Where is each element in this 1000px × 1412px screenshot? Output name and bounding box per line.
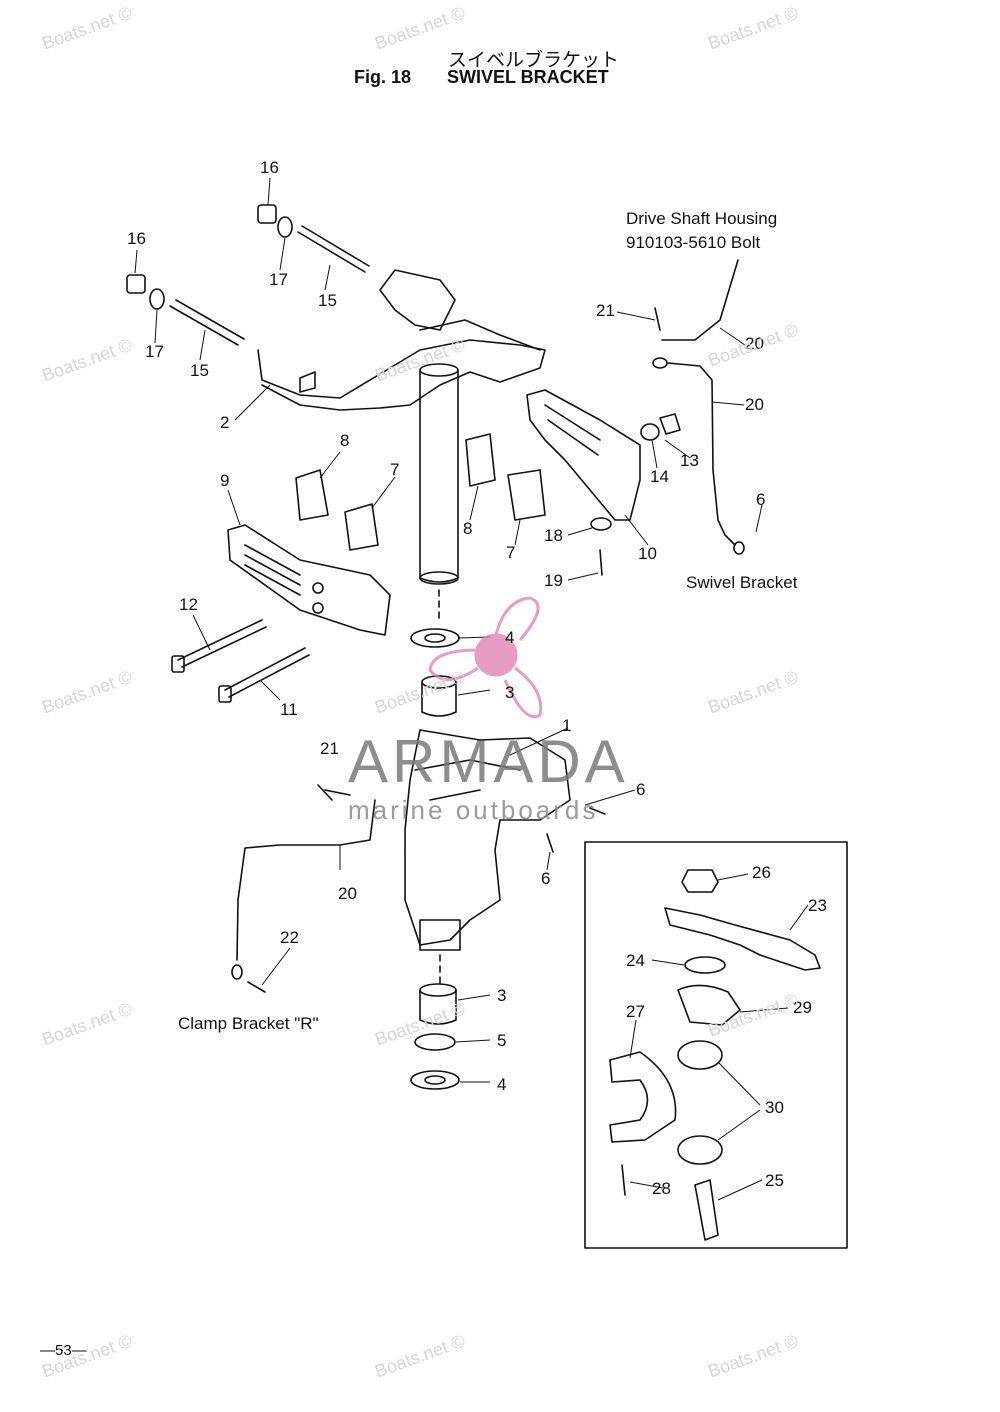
part-number: 7 <box>390 460 400 479</box>
part-number: 4 <box>497 1075 507 1094</box>
part-number: 19 <box>544 571 563 590</box>
part-number: 25 <box>765 1171 784 1190</box>
part-number: 20 <box>745 395 764 414</box>
part-number: 2 <box>220 413 230 432</box>
part-number: 29 <box>793 998 812 1017</box>
part-number: 16 <box>127 229 146 248</box>
part-number: 6 <box>756 490 766 509</box>
part-number: 15 <box>318 291 337 310</box>
label-drive-shaft-housing: Drive Shaft Housing <box>626 209 778 228</box>
part-number: 3 <box>497 986 507 1005</box>
figure-number: Fig. 18 <box>354 67 412 87</box>
part-number: 8 <box>340 431 350 450</box>
part-number: 14 <box>650 467 669 486</box>
part-number: 5 <box>497 1031 507 1050</box>
part-number: 27 <box>626 1002 645 1021</box>
title-english: SWIVEL BRACKET <box>447 67 609 87</box>
label-clamp-bracket: Clamp Bracket "R" <box>178 1014 319 1033</box>
part-number: 3 <box>505 683 515 702</box>
part-number: 11 <box>280 700 298 719</box>
part-number: 17 <box>145 342 164 361</box>
part-number: 21 <box>320 739 339 758</box>
part-number: 1 <box>562 716 572 735</box>
part-number: 26 <box>752 863 771 882</box>
part-number: 17 <box>269 270 288 289</box>
part-number: 12 <box>179 595 198 614</box>
part-number: 7 <box>506 543 516 562</box>
label-swivel-bracket: Swivel Bracket <box>686 573 798 592</box>
page-number: —53— <box>40 1342 87 1359</box>
part-number: 15 <box>190 361 209 380</box>
logo-tagline: marine outboards <box>348 795 599 825</box>
part-number: 6 <box>636 780 646 799</box>
label-drive-shaft-bolt: 910103-5610 Bolt <box>626 233 761 252</box>
part-number: 28 <box>652 1179 671 1198</box>
part-number: 8 <box>463 519 473 538</box>
part-number: 20 <box>745 334 764 353</box>
part-number: 20 <box>338 884 357 903</box>
logo-wordmark: ARMADA <box>348 728 629 795</box>
part-number: 18 <box>544 526 563 545</box>
part-number: 6 <box>541 869 551 888</box>
part-number: 21 <box>596 301 615 320</box>
title-japanese: スイベルブラケット <box>448 49 620 71</box>
part-number: 24 <box>626 951 645 970</box>
part-number: 13 <box>680 451 699 470</box>
part-number: 23 <box>808 896 827 915</box>
logo-propeller <box>428 596 543 719</box>
part-number: 4 <box>505 628 515 647</box>
part-number: 10 <box>638 544 657 563</box>
part-number: 22 <box>280 928 299 947</box>
part-number: 9 <box>220 471 230 490</box>
part-number: 16 <box>260 158 279 177</box>
part-number: 30 <box>765 1098 784 1117</box>
